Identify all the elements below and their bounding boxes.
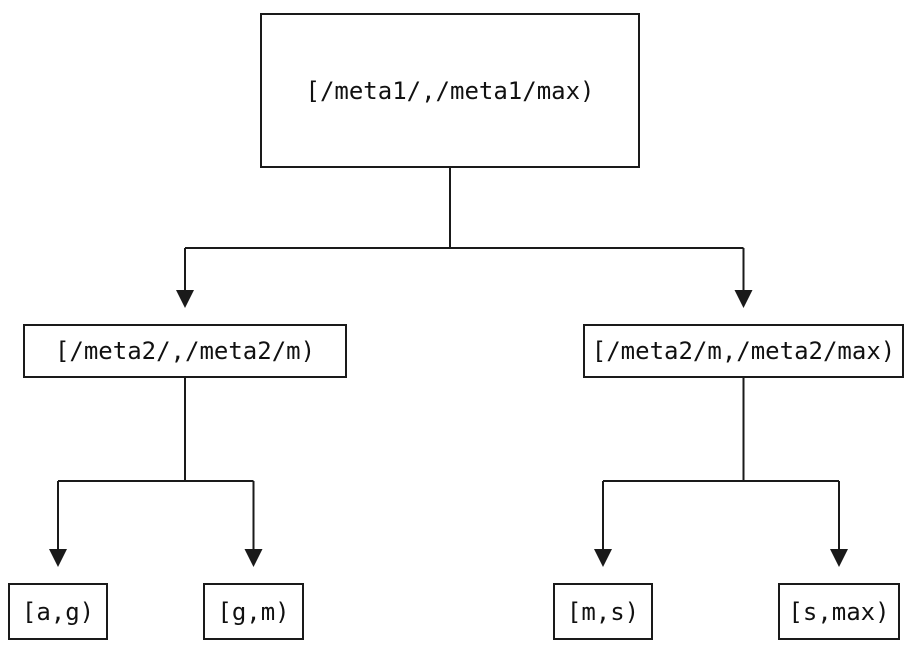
down-arrowhead-icon (734, 290, 753, 308)
node-label-leaf-a-g: [a,g) (21, 597, 95, 626)
node-label-leaf-s-max: [s,max) (788, 597, 890, 626)
tree-node-leaf-a-g: [a,g) (8, 583, 108, 640)
tree-node-leaf-g-m: [g,m) (203, 583, 304, 640)
tree-node-meta2-low: [/meta2/,/meta2/m) (23, 324, 347, 378)
node-label-meta2-high: [/meta2/m,/meta2/max) (591, 337, 896, 365)
tree-node-meta2-high: [/meta2/m,/meta2/max) (583, 324, 904, 378)
down-arrowhead-icon (830, 549, 848, 567)
down-arrowhead-icon (49, 549, 67, 567)
tree-node-leaf-m-s: [m,s) (553, 583, 653, 640)
node-label-leaf-m-s: [m,s) (566, 597, 640, 626)
down-arrowhead-icon (594, 549, 612, 567)
tree-node-leaf-s-max: [s,max) (778, 583, 900, 640)
down-arrowhead-icon (176, 290, 194, 308)
node-label-leaf-g-m: [g,m) (217, 597, 290, 626)
node-label-meta1-range: [/meta1/,/meta1/max) (305, 76, 595, 105)
tree-node-meta1-range: [/meta1/,/meta1/max) (260, 13, 640, 168)
down-arrowhead-icon (244, 549, 263, 567)
node-label-meta2-low: [/meta2/,/meta2/m) (54, 337, 316, 365)
